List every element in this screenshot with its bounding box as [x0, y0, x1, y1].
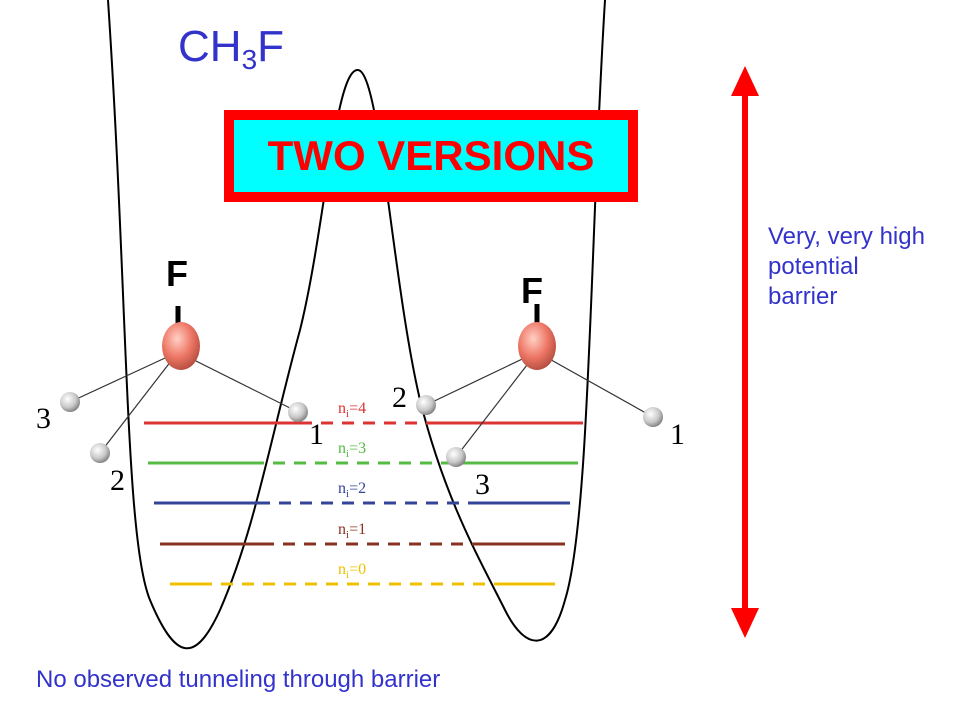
hydrogen-label-3: 3: [36, 402, 51, 435]
energy-levels: ni=4 ni=3 ni=2 ni=1 ni=0: [144, 400, 583, 586]
energy-level-label: ni=2: [338, 480, 366, 500]
fluorine-label: F: [166, 253, 188, 294]
molecule-left: F 3 2 1: [36, 253, 324, 497]
fluorine-label: F: [521, 270, 543, 311]
bond-c-h3: [69, 351, 179, 403]
arrow-head-up: [731, 66, 759, 96]
arrow-head-down: [731, 608, 759, 638]
footer-note: No observed tunneling through barrier: [36, 666, 441, 693]
bond-c-h2: [99, 351, 179, 454]
bond-c-h1: [536, 351, 654, 418]
hydrogen-atom: [416, 395, 436, 415]
hydrogen-atom: [90, 443, 110, 463]
barrier-height-arrow: [731, 66, 759, 638]
molecule-right: F 2 3 1: [392, 270, 685, 501]
energy-level-label: ni=1: [338, 521, 366, 541]
energy-level-label: ni=0: [338, 561, 366, 581]
bond-c-h1: [177, 351, 299, 413]
banner-text: TWO VERSIONS: [234, 120, 628, 192]
hydrogen-atom: [446, 447, 466, 467]
fluorine-atom: [518, 322, 556, 370]
hydrogen-atom: [60, 392, 80, 412]
page-title: CH3F: [178, 22, 285, 75]
hydrogen-atom: [643, 407, 663, 427]
hydrogen-label-2: 2: [110, 464, 125, 497]
bond-c-h3: [455, 351, 538, 458]
barrier-note: Very, very high potential barrier: [768, 223, 925, 310]
hydrogen-label-3: 3: [475, 468, 490, 501]
hydrogen-label-1: 1: [670, 418, 685, 451]
energy-level-label: ni=4: [338, 400, 366, 420]
fluorine-atom: [162, 322, 200, 370]
hydrogen-atom: [288, 402, 308, 422]
two-versions-banner: TWO VERSIONS: [224, 110, 638, 202]
energy-level-label: ni=3: [338, 440, 366, 460]
hydrogen-label-1: 1: [309, 418, 324, 451]
bond-c-h2: [425, 351, 538, 406]
potential-curve: [107, 0, 606, 650]
hydrogen-label-2: 2: [392, 381, 407, 414]
